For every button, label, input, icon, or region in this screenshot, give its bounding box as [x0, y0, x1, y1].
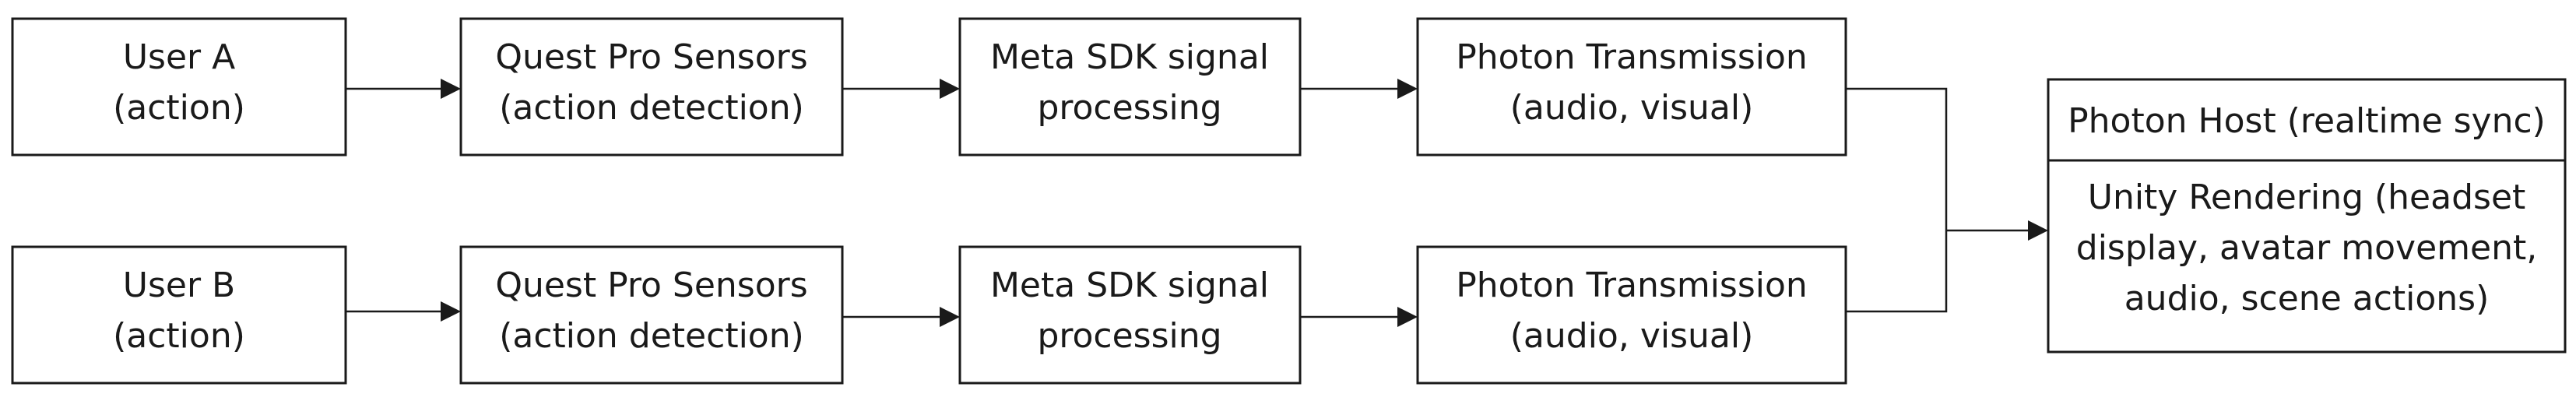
- host-body-line-1: Unity Rendering (headset: [2088, 178, 2526, 217]
- host-body-line-3: audio, scene actions): [2124, 279, 2490, 318]
- transmission-b-label: Photon Transmission: [1456, 266, 1808, 305]
- transmission-a-label: Photon Transmission: [1456, 37, 1808, 77]
- arrow-into-photon-host: [2028, 220, 2048, 241]
- merge-connector: [1846, 87, 2048, 313]
- photon-host-box: Photon Host (realtime sync) Unity Render…: [2047, 78, 2567, 354]
- sdk-a-sublabel: processing: [1037, 88, 1221, 128]
- arrow-sensors-a-to-sdk: [842, 79, 960, 99]
- transmission-a-sublabel: (audio, visual): [1510, 88, 1754, 128]
- sensors-b-label: Quest Pro Sensors: [495, 266, 807, 305]
- transmission-b-sublabel: (audio, visual): [1510, 316, 1754, 356]
- user-a-box: User A (action): [11, 17, 347, 157]
- user-a-label: User A: [123, 37, 235, 77]
- user-b-label: User B: [123, 266, 235, 305]
- sensors-a-box: Quest Pro Sensors (action detection): [459, 17, 844, 157]
- transmission-b-box: Photon Transmission (audio, visual): [1416, 245, 1847, 385]
- sensors-a-sublabel: (action detection): [499, 88, 804, 128]
- user-a-sublabel: (action): [113, 88, 245, 128]
- arrow-sdk-b-to-transmission: [1300, 307, 1418, 327]
- sdk-b-sublabel: processing: [1037, 316, 1221, 356]
- arrow-sdk-a-to-transmission: [1300, 79, 1418, 99]
- sensors-a-label: Quest Pro Sensors: [495, 37, 807, 77]
- transmission-a-box: Photon Transmission (audio, visual): [1416, 17, 1847, 157]
- user-b-box: User B (action): [11, 245, 347, 385]
- arrow-sensors-b-to-sdk: [842, 307, 960, 327]
- host-header-label: Photon Host (realtime sync): [2068, 101, 2546, 141]
- sensors-b-sublabel: (action detection): [499, 316, 804, 356]
- sdk-a-label: Meta SDK signal: [990, 37, 1269, 77]
- user-b-sublabel: (action): [113, 316, 245, 356]
- sdk-b-label: Meta SDK signal: [990, 266, 1269, 305]
- host-body-line-2: display, avatar movement,: [2076, 228, 2537, 268]
- arrow-user-b-to-sensors: [346, 301, 461, 322]
- arrow-user-a-to-sensors: [346, 79, 461, 99]
- sdk-b-box: Meta SDK signal processing: [958, 245, 1302, 385]
- sdk-a-box: Meta SDK signal processing: [958, 17, 1302, 157]
- sensors-b-box: Quest Pro Sensors (action detection): [459, 245, 844, 385]
